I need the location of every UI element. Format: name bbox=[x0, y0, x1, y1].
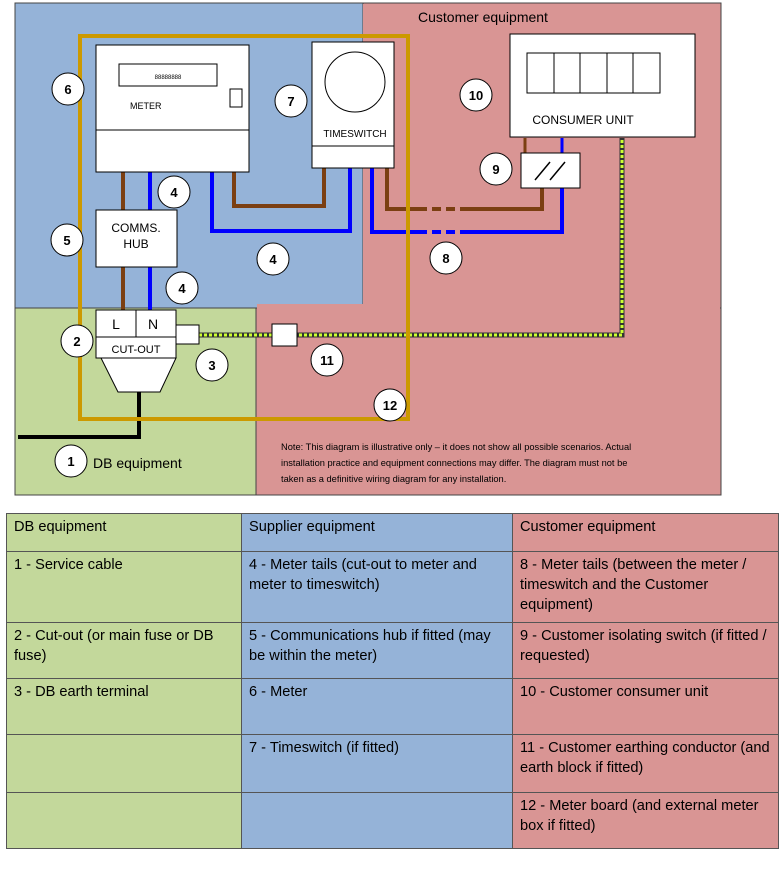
header-db-equipment: DB equipment bbox=[6, 513, 242, 552]
note-line-2: installation practice and equipment conn… bbox=[281, 458, 627, 468]
callout-3: 3 bbox=[195, 348, 229, 382]
consumer-unit-label: CONSUMER UNIT bbox=[532, 113, 634, 127]
note-line-3: taken as a definitive wiring diagram for… bbox=[281, 474, 506, 484]
callout-8: 8 bbox=[429, 241, 463, 275]
callout-7: 7 bbox=[274, 84, 308, 118]
cut-out-neutral-terminal: N bbox=[148, 316, 158, 332]
svg-text:4: 4 bbox=[170, 185, 178, 200]
table-row: 2 - Cut-out (or main fuse or DB fuse) 5 … bbox=[6, 622, 779, 679]
neutral-tail-to-customer bbox=[370, 168, 418, 234]
meter-label: METER bbox=[130, 101, 162, 111]
timeswitch-dial bbox=[324, 51, 386, 113]
cut-out: L N CUT-OUT bbox=[95, 309, 177, 393]
meter-button bbox=[229, 88, 243, 108]
table-row: 7 - Timeswitch (if fitted) 11 - Customer… bbox=[6, 734, 779, 793]
cut-out-live-terminal: L bbox=[112, 316, 120, 332]
callout-6: 6 bbox=[51, 72, 85, 106]
table-cell: 1 - Service cable bbox=[6, 551, 242, 623]
table-cell: 10 - Customer consumer unit bbox=[512, 678, 779, 735]
callout-4-timeswitch: 4 bbox=[256, 242, 290, 276]
svg-text:4: 4 bbox=[178, 281, 186, 296]
callout-1: 1 bbox=[54, 444, 88, 478]
table-row: 1 - Service cable 4 - Meter tails (cut-o… bbox=[6, 551, 779, 623]
svg-text:8: 8 bbox=[442, 251, 449, 266]
comms-hub: COMMS. HUB bbox=[95, 209, 178, 268]
table-cell bbox=[6, 734, 242, 793]
table-cell: 7 - Timeswitch (if fitted) bbox=[241, 734, 513, 793]
equipment-key-table: DB equipment Supplier equipment Customer… bbox=[6, 513, 779, 849]
svg-text:11: 11 bbox=[320, 353, 334, 368]
table-cell: 4 - Meter tails (cut-out to meter and me… bbox=[241, 551, 513, 623]
callout-5: 5 bbox=[50, 223, 84, 257]
callout-10: 10 bbox=[459, 78, 493, 112]
callout-9: 9 bbox=[479, 152, 513, 186]
table-cell: 3 - DB earth terminal bbox=[6, 678, 242, 735]
timeswitch-label: TIMESWITCH bbox=[323, 129, 386, 140]
meter-board bbox=[78, 34, 410, 421]
svg-text:5: 5 bbox=[63, 233, 70, 248]
comms-hub-label-line2: HUB bbox=[123, 237, 148, 251]
table-cell bbox=[241, 792, 513, 849]
neutral-tail-meter-to-timeswitch bbox=[210, 168, 352, 233]
wiring-diagram: Customer equipment 88888888 METER TIMESW… bbox=[14, 2, 722, 496]
callout-12: 12 bbox=[373, 388, 407, 422]
header-supplier-equipment: Supplier equipment bbox=[241, 513, 513, 552]
comms-hub-label-line1: COMMS. bbox=[111, 221, 160, 235]
header-customer-equipment: Customer equipment bbox=[512, 513, 779, 552]
service-cable bbox=[18, 392, 141, 439]
svg-text:6: 6 bbox=[64, 82, 71, 97]
db-equipment-zone-label: DB equipment bbox=[93, 455, 182, 471]
callout-11: 11 bbox=[310, 343, 344, 377]
callout-4-cutout: 4 bbox=[165, 271, 199, 305]
svg-text:3: 3 bbox=[208, 358, 215, 373]
svg-text:4: 4 bbox=[269, 252, 277, 267]
svg-text:1: 1 bbox=[67, 454, 74, 469]
table-cell: 5 - Communications hub if fitted (may be… bbox=[241, 622, 513, 679]
table-row: 3 - DB earth terminal 6 - Meter 10 - Cus… bbox=[6, 678, 779, 735]
isolating-switch bbox=[520, 152, 581, 189]
consumer-unit: CONSUMER UNIT bbox=[509, 33, 696, 138]
meter: 88888888 METER bbox=[95, 44, 250, 173]
table-cell: 12 - Meter board (and external meter box… bbox=[512, 792, 779, 849]
callout-4-meter: 4 bbox=[157, 175, 191, 209]
table-cell bbox=[6, 792, 242, 849]
meter-display-digits: 88888888 bbox=[155, 75, 182, 81]
cut-out-label: CUT-OUT bbox=[112, 344, 161, 356]
svg-text:12: 12 bbox=[383, 398, 397, 413]
note-line-1: Note: This diagram is illustrative only … bbox=[281, 442, 631, 452]
customer-equipment-zone-label: Customer equipment bbox=[418, 9, 548, 25]
live-tail-meter-to-timeswitch bbox=[232, 168, 326, 208]
table-row: 12 - Meter board (and external meter box… bbox=[6, 792, 779, 849]
table-cell: 2 - Cut-out (or main fuse or DB fuse) bbox=[6, 622, 242, 679]
svg-text:10: 10 bbox=[469, 88, 483, 103]
db-earth-terminal bbox=[175, 324, 200, 345]
table-cell: 9 - Customer isolating switch (if fitted… bbox=[512, 622, 779, 679]
svg-text:7: 7 bbox=[287, 94, 294, 109]
timeswitch: TIMESWITCH bbox=[311, 41, 395, 169]
table-cell: 8 - Meter tails (between the meter / tim… bbox=[512, 551, 779, 623]
callout-2: 2 bbox=[60, 324, 94, 358]
customer-earth-block bbox=[271, 323, 298, 347]
svg-text:9: 9 bbox=[492, 162, 499, 177]
meter-display bbox=[118, 63, 218, 87]
table-cell: 11 - Customer earthing conductor (and ea… bbox=[512, 734, 779, 793]
table-cell: 6 - Meter bbox=[241, 678, 513, 735]
svg-text:2: 2 bbox=[73, 334, 80, 349]
table-header-row: DB equipment Supplier equipment Customer… bbox=[6, 513, 779, 552]
